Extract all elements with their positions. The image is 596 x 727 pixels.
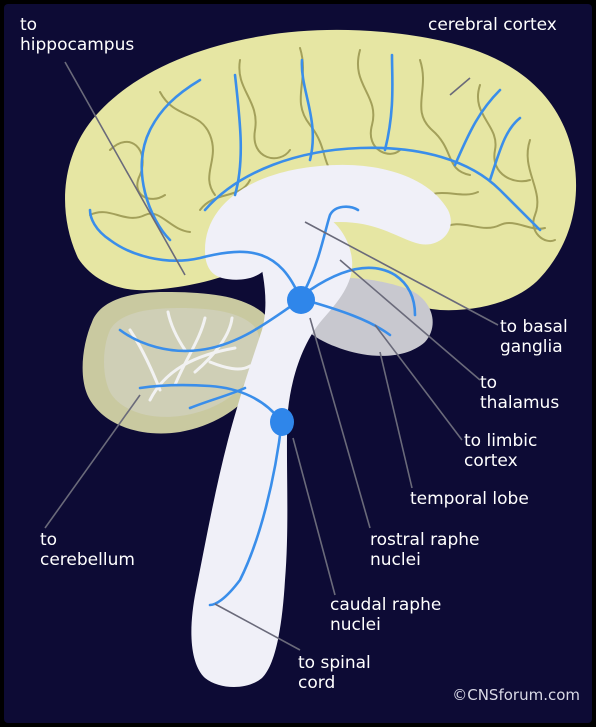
pathway-spinal-cord (208, 418, 284, 607)
serotonin-pathways (88, 53, 542, 607)
pathway-cerebellum-lower (138, 383, 282, 422)
brainstem-shape (191, 208, 353, 688)
label-to-limbic-cortex: to limbic cortex (464, 431, 543, 471)
caudal-raphe-nucleus (270, 408, 294, 436)
cortex-gyri (89, 47, 556, 243)
pathway-cerebellum (118, 298, 302, 353)
pathway-limbic (303, 298, 392, 337)
label-to-hippocampus-line1: to (20, 15, 37, 35)
leader-lines (44, 61, 499, 651)
pathway-cortex-back (488, 116, 522, 182)
label-caudal-raphe-nuclei: caudal raphe nuclei (330, 595, 447, 635)
pathway-to-cortex-front (88, 208, 302, 300)
label-to-cerebellum-line2: cerebellum (40, 550, 135, 570)
label-caudal-raphe-nuclei-line2: nuclei (330, 615, 381, 635)
label-temporal-lobe-line1: temporal lobe (410, 489, 529, 509)
label-to-thalamus-line2: thalamus (480, 393, 559, 413)
cerebellum-arbor-region (104, 308, 260, 417)
label-to-hippocampus: to hippocampus (20, 15, 134, 55)
pathway-cortex-arch (203, 146, 542, 232)
label-to-basal-ganglia: to basal ganglia (500, 317, 573, 357)
label-to-basal-ganglia-line2: ganglia (500, 337, 563, 357)
credit-text: ©CNSforum.com (452, 686, 580, 704)
rostral-raphe-nucleus (287, 286, 315, 314)
pathway-cerebellum-branch (188, 386, 247, 410)
pathway-thalamus (308, 266, 417, 317)
pathway-cortex-top-4 (453, 88, 502, 167)
label-to-limbic-cortex-line2: cortex (464, 451, 518, 471)
label-to-thalamus: to thalamus (480, 373, 559, 413)
label-rostral-raphe-nuclei: rostral raphe nuclei (370, 530, 485, 570)
label-rostral-raphe-nuclei-line1: rostral raphe (370, 530, 480, 550)
label-to-basal-ganglia-line1: to basal (500, 317, 568, 337)
label-rostral-raphe-nuclei-line2: nuclei (370, 550, 421, 570)
label-to-thalamus-line1: to (480, 373, 497, 393)
pathway-cortex-top-1 (233, 73, 243, 197)
label-to-limbic-cortex-line1: to limbic (464, 431, 537, 451)
label-to-spinal-cord-line2: cord (298, 673, 335, 693)
label-caudal-raphe-nuclei-line1: caudal raphe (330, 595, 441, 615)
label-to-spinal-cord-line1: to spinal (298, 653, 371, 673)
label-cerebral-cortex-line1: cerebral cortex (428, 15, 557, 35)
pathway-basal-ganglia (303, 205, 360, 292)
label-cerebral-cortex: cerebral cortex (428, 15, 557, 35)
pathway-cortex-top-3 (383, 53, 394, 152)
label-to-hippocampus-line2: hippocampus (20, 35, 134, 55)
label-to-cerebellum-line1: to (40, 530, 57, 550)
label-temporal-lobe: temporal lobe (410, 489, 529, 509)
label-to-spinal-cord: to spinal cord (298, 653, 376, 693)
pathway-cortex-top-2 (300, 58, 315, 162)
label-to-cerebellum: to cerebellum (40, 530, 135, 570)
pathway-hippocampus (140, 78, 202, 242)
